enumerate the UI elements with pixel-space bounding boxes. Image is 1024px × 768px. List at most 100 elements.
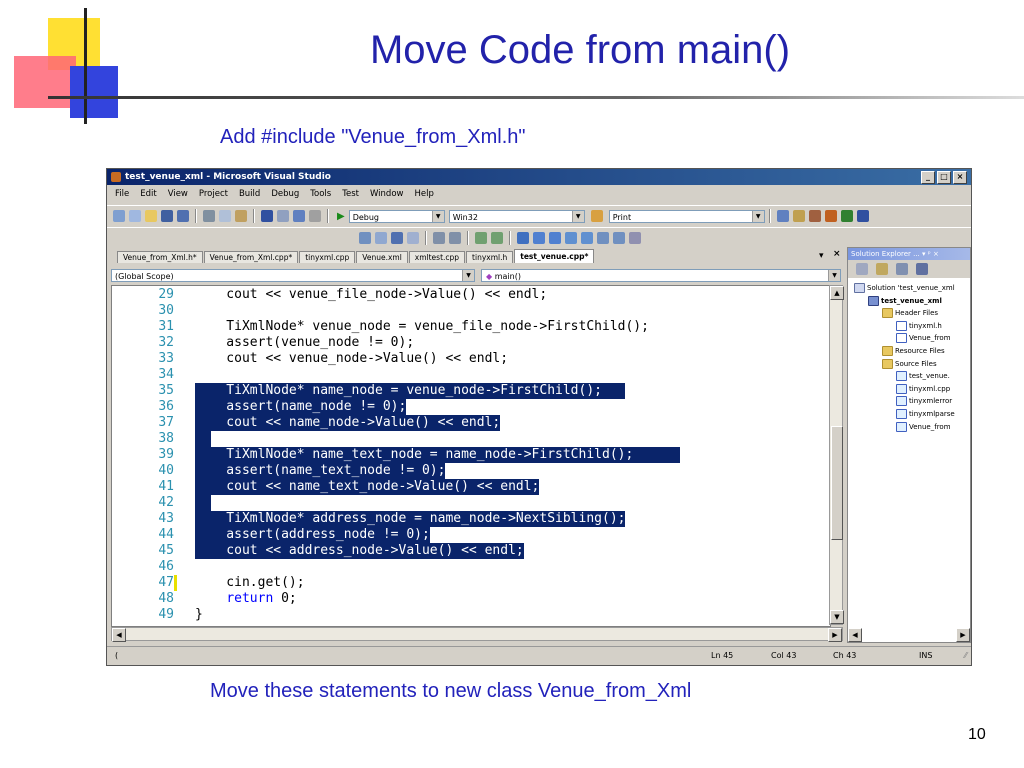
code-line[interactable]: 47 cin.get(); [112, 575, 830, 591]
configuration-select[interactable]: Debug ▼ [348, 209, 445, 223]
tab-venue-xml[interactable]: Venue.xml [356, 251, 408, 263]
code-line[interactable]: 29 cout << venue_file_node->Value() << e… [112, 287, 830, 303]
bookmark-icon[interactable] [517, 232, 529, 244]
start-debugging-icon[interactable]: ▶ [337, 210, 345, 222]
scroll-up-icon[interactable]: ▲ [830, 286, 844, 300]
prev-bookmark-doc-icon[interactable] [597, 232, 609, 244]
menu-file[interactable]: File [115, 189, 130, 199]
next-bookmark-doc-icon[interactable] [613, 232, 625, 244]
tab-dropdown-icon[interactable]: ▾ [819, 251, 824, 261]
tab-xmltest-cpp[interactable]: xmltest.cpp [408, 251, 466, 263]
menu-window[interactable]: Window [369, 189, 404, 199]
code-line[interactable]: 48 return 0; [112, 591, 830, 607]
menu-test[interactable]: Test [342, 189, 359, 199]
scroll-down-icon[interactable]: ▼ [830, 610, 844, 624]
quick-info-icon[interactable] [391, 232, 403, 244]
code-line[interactable]: 40 assert(name_text_node != 0); [112, 463, 830, 479]
scroll-thumb[interactable] [831, 426, 843, 540]
code-line[interactable]: 38 [112, 431, 830, 447]
add-item-icon[interactable] [129, 210, 141, 222]
refresh-icon[interactable] [896, 263, 908, 275]
tree-item[interactable]: Resource Files [882, 345, 945, 357]
code-editor[interactable]: 29 cout << venue_file_node->Value() << e… [111, 285, 831, 627]
menu-help[interactable]: Help [414, 189, 434, 199]
comment-icon[interactable] [475, 232, 487, 244]
redo-icon[interactable] [277, 210, 289, 222]
code-line[interactable]: 42 [112, 495, 830, 511]
solution-explorer-title[interactable]: Solution Explorer ... ▾ ᵖ × [848, 248, 970, 260]
scope-select[interactable]: (Global Scope) ▼ [111, 269, 475, 282]
save-icon[interactable] [161, 210, 173, 222]
code-line[interactable]: 35 TiXmlNode* name_node = venue_node->Fi… [112, 383, 830, 399]
solution-explorer-icon[interactable] [776, 210, 789, 222]
window-titlebar[interactable]: test_venue_xml - Microsoft Visual Studio… [107, 169, 971, 185]
object-browser-icon[interactable] [808, 210, 821, 222]
find-select[interactable]: Print ▼ [608, 209, 765, 223]
code-line[interactable]: 36 assert(name_node != 0); [112, 399, 830, 415]
start-page-icon[interactable] [840, 210, 853, 222]
menu-view[interactable]: View [167, 189, 188, 199]
cut-icon[interactable] [203, 210, 215, 222]
parameter-info-icon[interactable] [375, 232, 387, 244]
code-line[interactable]: 43 TiXmlNode* address_node = name_node->… [112, 511, 830, 527]
code-line[interactable]: 31 TiXmlNode* venue_node = venue_file_no… [112, 319, 830, 335]
next-bookmark-folder-icon[interactable] [581, 232, 593, 244]
tab-close-icon[interactable]: × [833, 249, 841, 259]
open-folder-icon[interactable] [145, 210, 157, 222]
code-line[interactable]: 37 cout << name_node->Value() << endl; [112, 415, 830, 431]
code-line[interactable]: 32 assert(venue_node != 0); [112, 335, 830, 351]
code-line[interactable]: 30 [112, 303, 830, 319]
member-select[interactable]: ◆ main() ▼ [481, 269, 841, 282]
scroll-left-icon[interactable]: ◀ [848, 628, 862, 642]
scroll-right-icon[interactable]: ▶ [956, 628, 970, 642]
menu-debug[interactable]: Debug [271, 189, 300, 199]
uncomment-icon[interactable] [491, 232, 503, 244]
tree-item[interactable]: Venue_from [896, 421, 951, 433]
save-all-icon[interactable] [177, 210, 189, 222]
undo-icon[interactable] [261, 210, 273, 222]
menu-edit[interactable]: Edit [140, 189, 157, 199]
complete-word-icon[interactable] [407, 232, 419, 244]
properties-icon[interactable] [856, 263, 868, 275]
tree-item[interactable]: tinyxmlparse [896, 408, 955, 420]
tree-item[interactable]: Venue_from [896, 332, 951, 344]
menu-build[interactable]: Build [238, 189, 261, 199]
class-view-icon[interactable] [916, 263, 928, 275]
tree-item[interactable]: Header Files [882, 307, 938, 319]
find-in-files-icon[interactable] [590, 210, 603, 222]
tree-item[interactable]: tinyxmlerror [896, 395, 952, 407]
menu-tools[interactable]: Tools [310, 189, 332, 199]
code-line[interactable]: 39 TiXmlNode* name_text_node = name_node… [112, 447, 830, 463]
tab-tinyxml-h[interactable]: tinyxml.h [466, 251, 514, 263]
prev-bookmark-folder-icon[interactable] [565, 232, 577, 244]
scroll-left-icon[interactable]: ◀ [112, 628, 126, 642]
tab-test-venue-cpp[interactable]: test_venue.cpp* [514, 249, 595, 263]
properties-icon[interactable] [792, 210, 805, 222]
code-line[interactable]: 49} [112, 607, 830, 623]
scroll-right-icon[interactable]: ▶ [828, 628, 842, 642]
maximize-button[interactable]: □ [937, 171, 951, 184]
next-bookmark-icon[interactable] [549, 232, 561, 244]
minimize-button[interactable]: _ [921, 171, 935, 184]
tab-tinyxml-cpp[interactable]: tinyxml.cpp [299, 251, 356, 263]
navigate-icon[interactable] [293, 210, 305, 222]
tree-item[interactable]: test_venue. [896, 370, 950, 382]
platform-select[interactable]: Win32 ▼ [448, 209, 585, 223]
prev-bookmark-icon[interactable] [533, 232, 545, 244]
tab-venue-from-xml-h[interactable]: Venue_from_Xml.h* [117, 251, 203, 263]
code-line[interactable]: 45 cout << address_node->Value() << endl… [112, 543, 830, 559]
tree-item[interactable]: Source Files [882, 358, 937, 370]
resize-grip-icon[interactable]: ⁄⁄ [964, 651, 967, 660]
member-list-icon[interactable] [359, 232, 371, 244]
decrease-indent-icon[interactable] [433, 232, 445, 244]
editor-horizontal-scrollbar[interactable]: ◀ ▶ [111, 627, 843, 642]
increase-indent-icon[interactable] [449, 232, 461, 244]
code-line[interactable]: 44 assert(address_node != 0); [112, 527, 830, 543]
code-line[interactable]: 41 cout << name_text_node->Value() << en… [112, 479, 830, 495]
show-all-files-icon[interactable] [876, 263, 888, 275]
code-line[interactable]: 34 [112, 367, 830, 383]
command-window-icon[interactable] [856, 210, 869, 222]
toolbox-icon[interactable] [824, 210, 837, 222]
tree-item[interactable]: tinyxml.h [896, 320, 942, 332]
tree-item[interactable]: test_venue_xml [868, 295, 942, 307]
